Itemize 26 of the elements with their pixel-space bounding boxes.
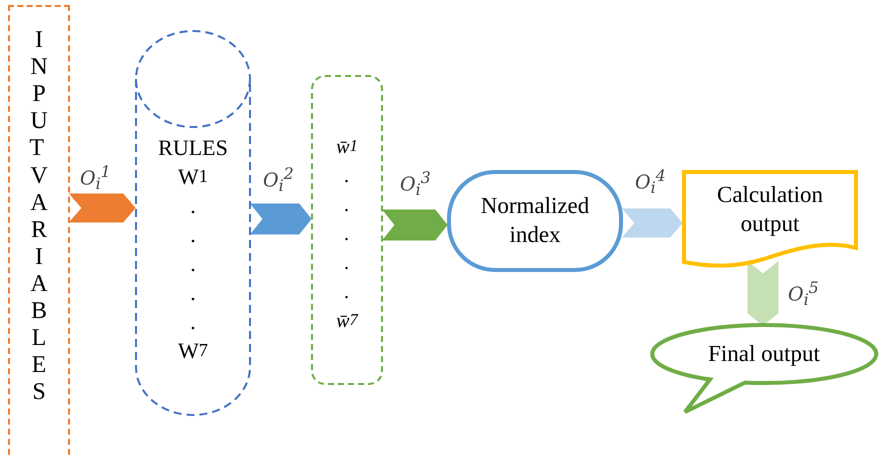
chevron-arrow [382,210,448,240]
ellipsis-dot: . [190,308,196,336]
ellipsis-dot: . [190,192,196,220]
ellipsis-dot: . [344,222,350,246]
ellipsis-dot: . [344,250,350,276]
ellipsis-dot: . [344,192,350,218]
node-label: Normalized index [480,192,590,249]
vertical-label: INPUT VARIABLES [29,27,49,407]
document-shape [682,170,858,268]
ellipsis-dot: . [190,278,196,306]
node-label: Calculation output [716,181,824,238]
speech-bubble [650,323,878,415]
node-label: Final output [708,340,820,368]
ellipsis-dot: . [190,250,196,278]
chevron-arrow [748,260,778,326]
weights-box [311,75,383,385]
process-box [447,170,623,272]
ellipsis-dot: . [344,164,350,188]
chevron-arrow [250,204,312,234]
chevron-arrow [68,194,136,222]
chevron-arrow [622,208,683,238]
rules-cylinder [135,30,251,416]
ellipsis-dot: . [344,280,350,304]
text-label: RULES [158,134,228,162]
input-box [8,5,70,457]
ellipsis-dot: . [190,220,196,248]
